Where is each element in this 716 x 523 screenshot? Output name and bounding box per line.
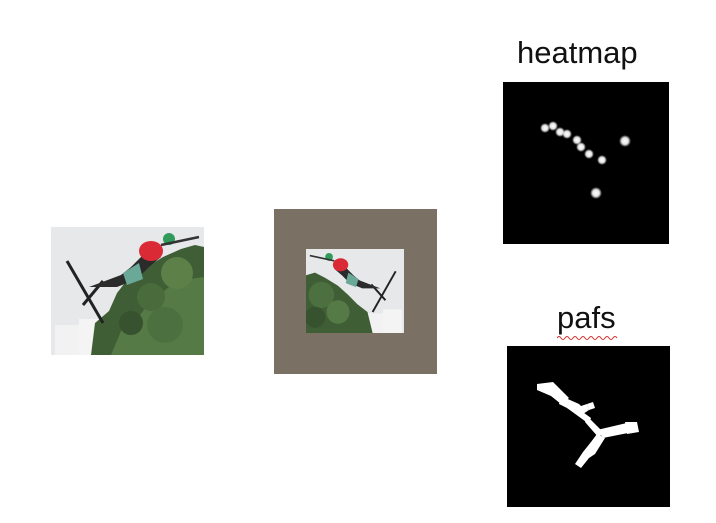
heatmap-point <box>540 123 550 133</box>
padded-skier-photo <box>306 249 404 333</box>
spellcheck-underline <box>557 336 618 340</box>
skier-photo-padded-image <box>306 249 404 333</box>
heatmap-point <box>562 129 572 139</box>
heatmap-point <box>548 121 558 131</box>
heatmap-point <box>584 149 594 159</box>
part-affinity-fields <box>507 346 670 507</box>
pafs-caption: pafs <box>557 300 616 335</box>
keypoint-heatmap <box>503 82 669 244</box>
padded-image-frame <box>274 209 437 374</box>
heatmap-point <box>590 187 602 199</box>
original-photo <box>51 227 204 355</box>
heatmap-point <box>576 142 586 152</box>
heatmap-point <box>619 135 631 147</box>
heatmap-point <box>597 155 607 165</box>
heatmap-caption: heatmap <box>517 35 638 70</box>
heatmap-blobs <box>540 121 631 199</box>
skier-photo-image <box>51 227 204 355</box>
pafs-limbs <box>537 382 639 468</box>
